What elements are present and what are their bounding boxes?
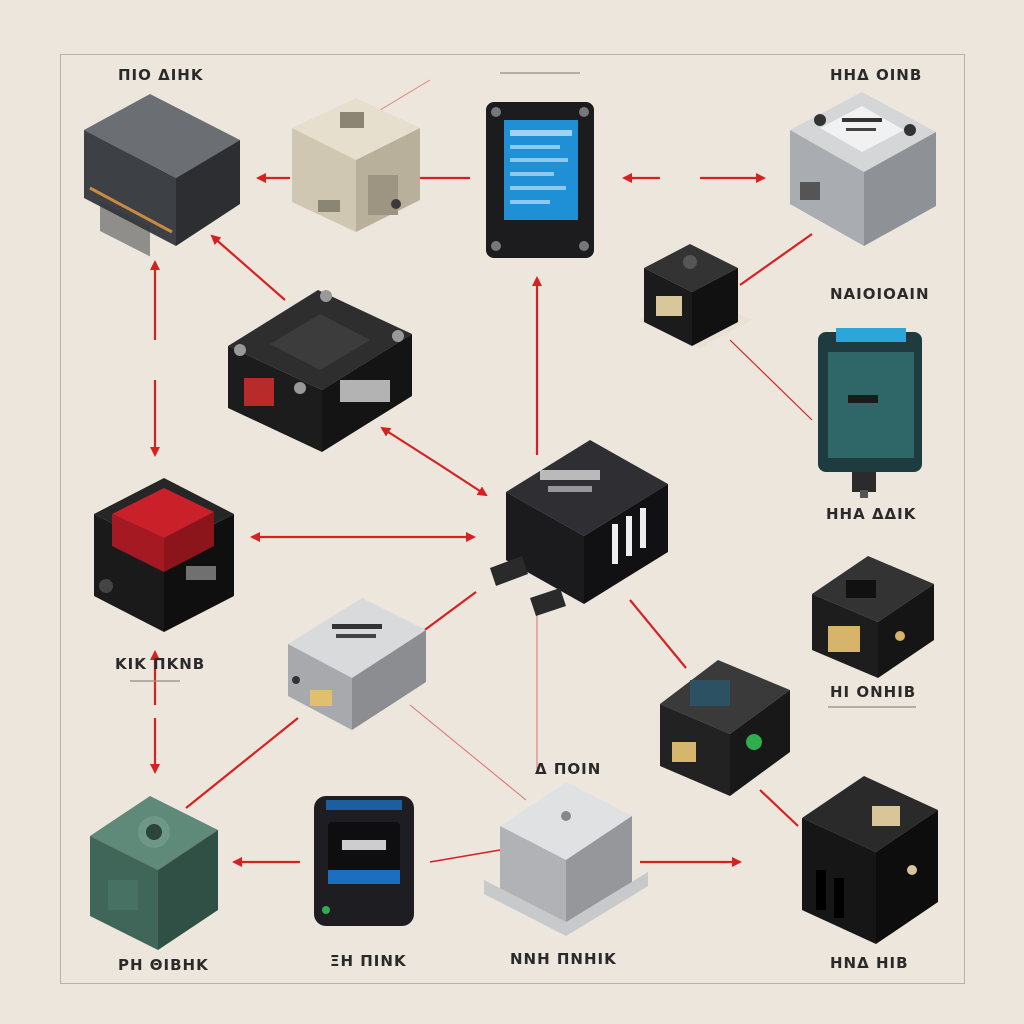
arrow-diag-thin [409,704,527,801]
label-mid-left: ΚΙΚ ΠΚΝΒ [115,655,206,673]
arrow-right-line [729,339,813,421]
arrow-center-down-right [629,599,687,669]
green-cube-module [90,796,218,950]
label-top-left: ΠΙΟ ΔΙΗΚ [118,66,204,84]
arrow-right-diag-low [759,789,799,827]
red-top-relay [94,478,234,632]
arrow-diag-center-b [439,464,488,497]
arrow-right-upper [739,233,813,286]
arrow-diag-bottom-left [185,717,299,809]
dark-grey-module [84,94,240,257]
silver-box-relay [288,598,426,730]
label-mid-right-lower: ΗΗΑ ΔΔΙΚ [826,505,917,523]
right-middle-rule [828,706,916,708]
green-led-relay [660,660,790,796]
small-black-relay [638,244,752,348]
arrow-center-down-left [421,591,477,633]
label-bottom-center: ΝΝΗ ΠΝΗΙΚ [510,950,617,968]
diagram-frame [60,54,965,984]
blue-screen-module [486,102,594,258]
label-top-right: ΗΗΔ ΟΙΝΒ [830,66,923,84]
black-screen-module [314,796,414,926]
black-socket-relay [228,290,412,452]
arrow-diag-top-left [210,234,286,301]
arrow-diag-center-a [380,426,441,466]
label-mid-right-upper: ΝΑΙΟΙΟΑΙΝ [830,285,930,303]
mid-left-rule [130,680,180,682]
label-center-bottom: Δ ΠΟΙΝ [535,760,602,778]
black-cube-relay [802,776,938,944]
arrow-top-thin [379,79,431,111]
beige-relay [292,98,420,232]
black-relay-gold-pin [812,556,934,678]
label-bottom-left: ΡΗ ΘΙΒΗΚ [118,956,209,974]
central-black-relay [490,440,668,616]
teal-display-module [818,328,922,498]
arrow-bottom-mid-horiz [429,849,501,863]
silver-cube-relay [484,782,648,936]
label-right-middle: ΗΙ ΟΝΗΙΒ [830,683,917,701]
label-bottom-right: ΗΝΔ ΗΙΒ [830,954,909,972]
top-center-rule [500,72,580,74]
silver-relay [790,92,936,246]
label-bottom-center-left: ΞΗ ΠΙΝΚ [330,952,407,970]
